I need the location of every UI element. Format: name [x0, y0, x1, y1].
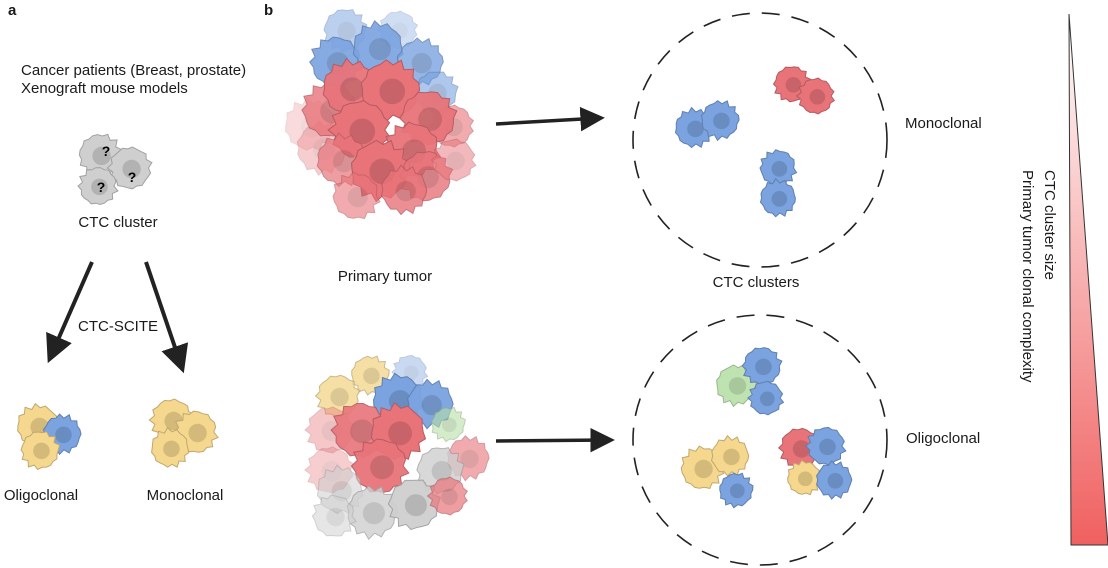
cell	[151, 426, 190, 468]
arrow-bottom-tumor-to-clusters	[495, 427, 615, 453]
cell	[747, 380, 785, 416]
gradient-wedge	[1068, 13, 1108, 546]
bottom-result-label: Oligoclonal	[906, 430, 981, 447]
ctc-cluster-unknown	[77, 133, 153, 206]
primary-tumor-top	[285, 9, 477, 220]
source-line-2: Xenograft mouse models	[21, 80, 188, 97]
arrow-to-monoclonal	[144, 261, 189, 374]
panel-a-arrows	[46, 261, 189, 374]
question-mark-2: ?	[128, 169, 137, 185]
cell	[759, 177, 796, 218]
cell	[346, 485, 398, 541]
cell	[805, 426, 847, 466]
cell	[380, 164, 428, 216]
cell	[311, 494, 357, 537]
monoclonal-clusters	[674, 66, 835, 218]
question-mark-1: ?	[102, 143, 111, 159]
result-monoclonal-a: Monoclonal	[146, 487, 224, 504]
cell	[106, 146, 153, 190]
cell	[787, 459, 822, 496]
cell	[387, 479, 442, 531]
cell	[20, 431, 61, 471]
cell	[426, 476, 468, 516]
cell	[759, 149, 798, 186]
panel-b-letter: b	[264, 2, 274, 19]
cell	[719, 472, 754, 509]
cell	[741, 347, 783, 386]
primary-tumor-label: Primary tumor	[337, 268, 433, 285]
cell	[795, 77, 835, 115]
gradient-label-size: CTC cluster size	[1041, 170, 1058, 281]
cell	[352, 20, 404, 75]
cell	[77, 167, 119, 206]
ctc-clusters-label: CTC clusters	[712, 274, 800, 291]
oligoclonal-clusters	[680, 347, 853, 509]
arrow-top-tumor-to-clusters	[495, 106, 605, 132]
cell	[350, 438, 410, 493]
top-result-label: Monoclonal	[905, 115, 982, 132]
panel-a-letter: a	[8, 2, 17, 19]
ctc-cluster-label: CTC cluster	[78, 214, 158, 231]
cell	[351, 355, 390, 396]
cell	[430, 406, 466, 443]
source-line-1: Cancer patients (Breast, prostate)	[21, 62, 247, 79]
dashed-circle-bottom	[632, 314, 888, 566]
cell	[430, 138, 477, 182]
arrow-to-oligoclonal	[46, 261, 94, 364]
oligoclonal-example	[17, 402, 82, 471]
gradient-label-complexity: Primary tumor clonal complexity	[1019, 170, 1036, 383]
monoclonal-example	[148, 398, 219, 468]
primary-tumor-bottom	[304, 354, 490, 541]
cell	[700, 100, 740, 142]
method-label: CTC-SCITE	[78, 318, 158, 335]
cell	[710, 434, 750, 477]
result-oligoclonal-a: Oligoclonal	[3, 487, 79, 504]
cell	[332, 171, 381, 220]
question-mark-3: ?	[97, 179, 106, 195]
cell	[816, 460, 853, 500]
dashed-circle-top	[632, 12, 888, 268]
